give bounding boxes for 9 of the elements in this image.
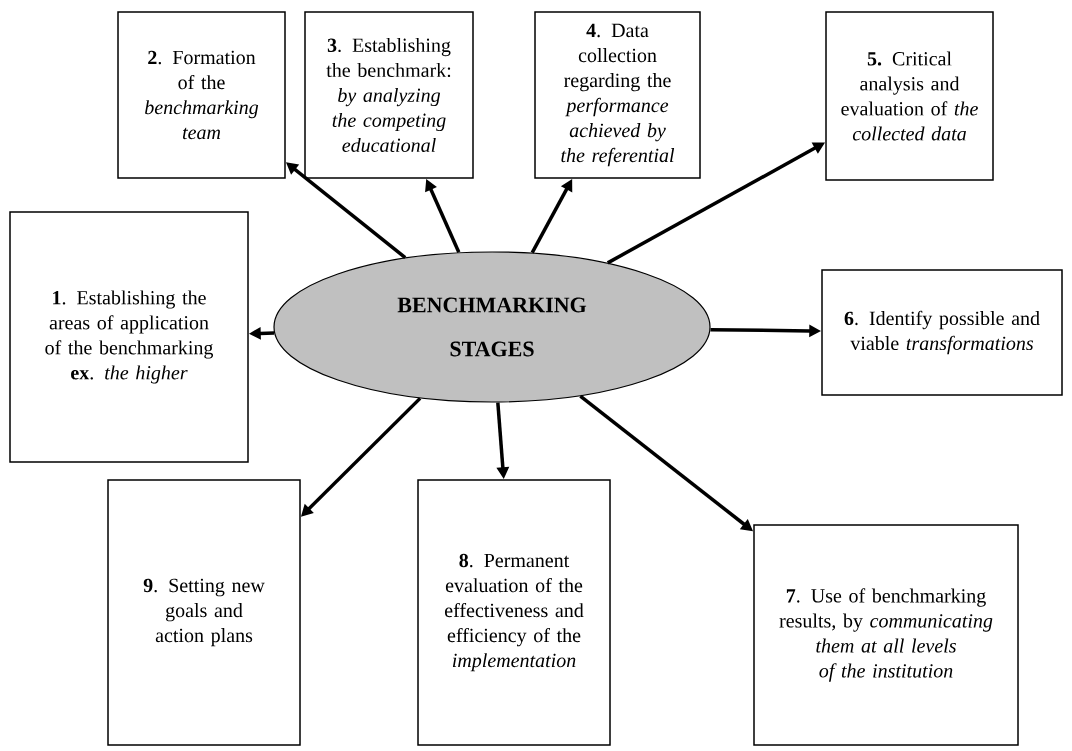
stage-box: 8. Permanent evaluation of the effectiveness and efficiency of the implementation [417,479,611,746]
stage-box: 3. Establishing the benchmark: by analyzing the competing educational [304,11,474,179]
stage-box: 4. Data collection regarding the performance achieved by the referential [534,11,701,179]
stage-box: 5. Critical analysis and evaluation of the collected data [825,11,994,181]
stage-box: 7. Use of benchmarking results, by communicating them at all levels of the institution [753,524,1019,746]
stage-box: 6. Identify possible and viable transformations [821,269,1063,396]
stage-box: 1. Establishing the areas of application of the benchmarking ex. the higher [9,211,249,463]
stage-box: 2. Formation of the benchmarking team [117,11,286,179]
stage-box: 9. Setting new goals and action plans [107,479,301,746]
